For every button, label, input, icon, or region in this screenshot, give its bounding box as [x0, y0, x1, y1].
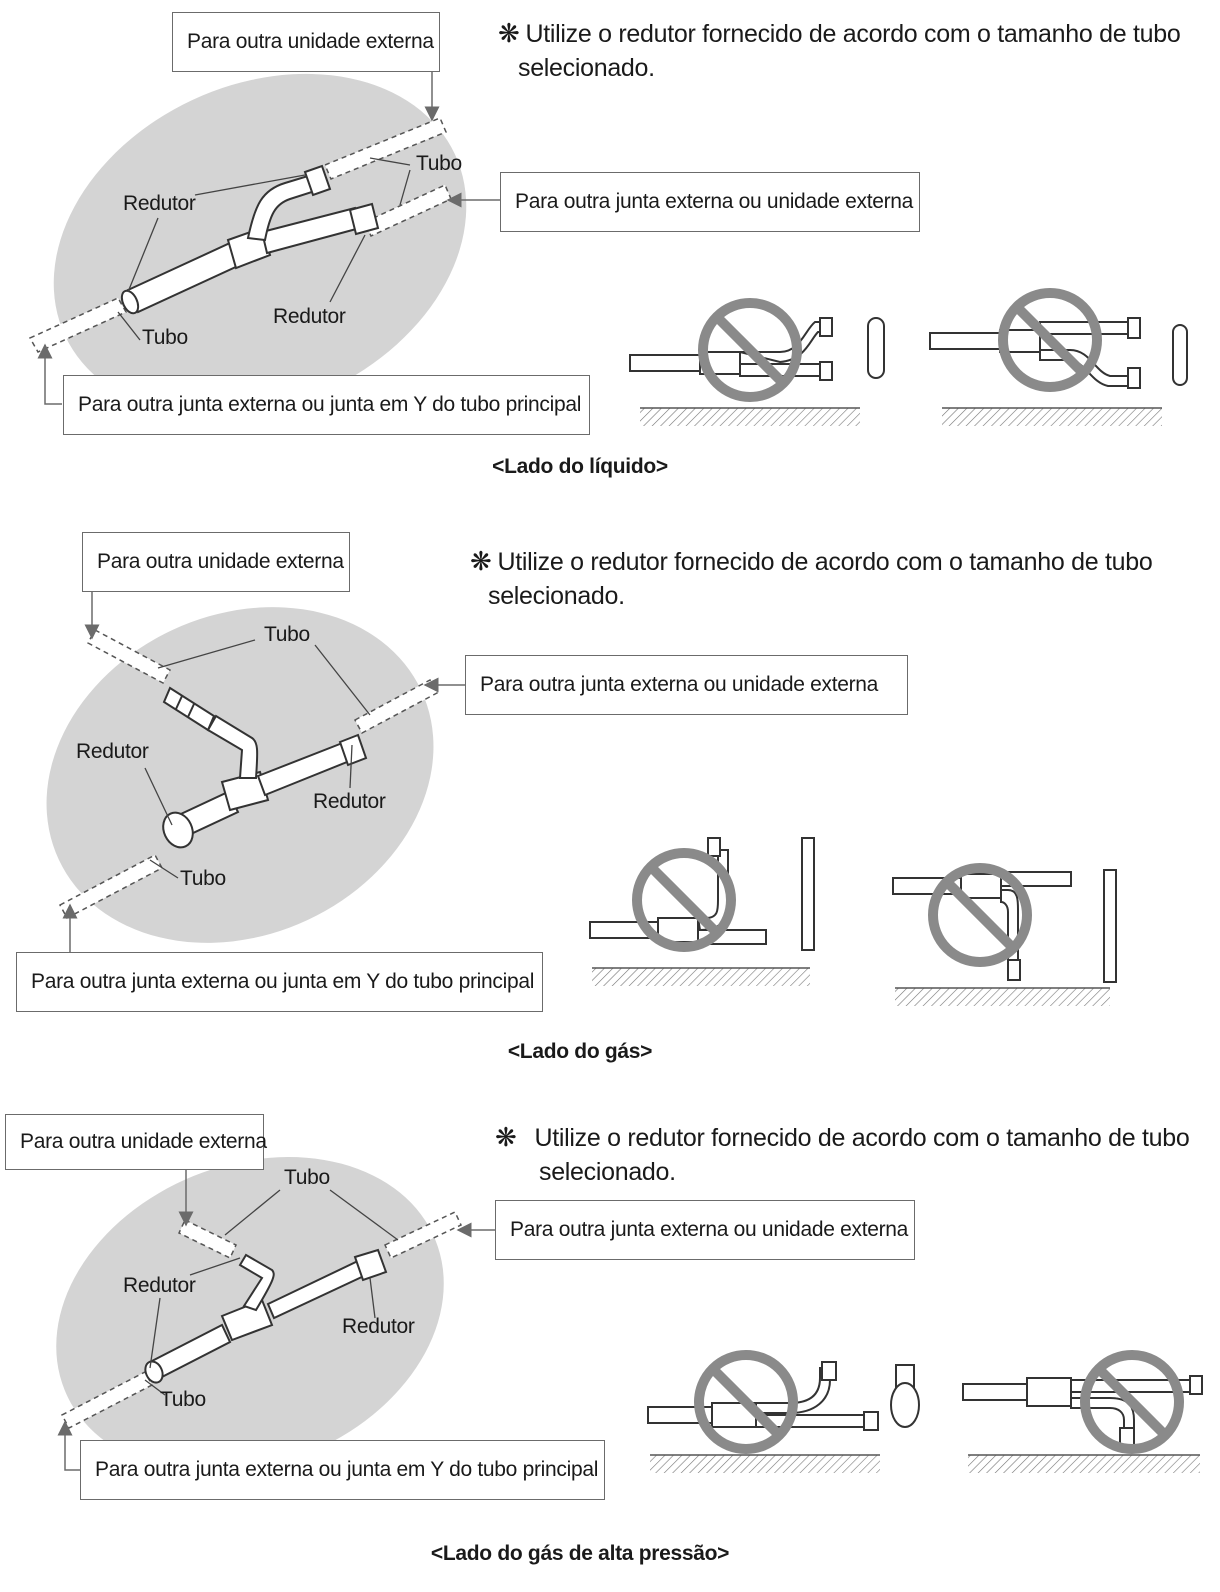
flow-arrows [57, 1170, 495, 1471]
high-pressure-gas-diagram [56, 1157, 1203, 1473]
prohibition-icon [694, 1350, 798, 1454]
label-reducer: Redutor [273, 305, 346, 328]
label-pipe: Tubo [284, 1166, 330, 1189]
leader-lines [144, 1189, 399, 1396]
gas-side-diagram [46, 592, 1117, 1006]
y-joint-icon [120, 164, 380, 315]
label-reducer: Redutor [123, 1274, 196, 1297]
wrong-install-example-2 [962, 1350, 1203, 1473]
box-to-other-joint-or-unit: Para outra junta externa ou unidade exte… [495, 1200, 915, 1260]
label-reducer: Redutor [76, 740, 149, 763]
box-to-other-joint-or-unit: Para outra junta externa ou unidade exte… [465, 655, 908, 715]
label-reducer: Redutor [342, 1315, 415, 1338]
liquid-side-diagram [28, 72, 1188, 426]
prohibition-icon [998, 288, 1102, 392]
section-gas-side: Para outra unidade externa Para outra ju… [0, 520, 1220, 1080]
wrong-install-example-2 [929, 288, 1188, 426]
wrong-install-example-1 [647, 1350, 920, 1473]
reducer-note: ❋Utilize o redutor fornecido de acordo c… [498, 18, 1181, 82]
wrong-install-example-1 [629, 298, 885, 426]
section-high-pressure-gas-side: Para outra unidade externa Para outra ju… [0, 1110, 1220, 1592]
flow-arrows [37, 72, 500, 405]
box-to-main-pipe-joint: Para outra junta externa ou junta em Y d… [16, 952, 543, 1012]
caption-gas-side: <Lado do gás> [507, 1040, 653, 1063]
label-reducer: Redutor [123, 192, 196, 215]
leader-lines [144, 639, 371, 879]
caption-high-pressure-gas-side: <Lado do gás de alta pressão> [430, 1542, 730, 1565]
prohibition-icon [1080, 1350, 1184, 1454]
y-joint-icon [162, 686, 368, 849]
leader-lines [117, 157, 411, 341]
flow-arrows [62, 592, 465, 952]
box-to-main-pipe-joint: Para outra junta externa ou junta em Y d… [80, 1440, 605, 1500]
section-liquid-side: Para outra unidade externa Para outra ju… [0, 0, 1220, 490]
reducer-note: ❋Utilize o redutor fornecido de acordo c… [495, 1122, 1190, 1186]
caption-liquid-side: <Lado do líquido> [492, 455, 668, 478]
box-to-other-joint-or-unit: Para outra junta externa ou unidade exte… [500, 172, 920, 232]
box-to-other-outdoor-unit: Para outra unidade externa [5, 1114, 267, 1170]
prohibition-icon [698, 298, 802, 402]
label-pipe: Tubo [142, 326, 188, 349]
label-pipe: Tubo [160, 1388, 206, 1411]
box-to-main-pipe-joint: Para outra junta externa ou junta em Y d… [63, 375, 590, 435]
box-to-other-outdoor-unit: Para outra unidade externa [172, 12, 440, 72]
prohibition-icon [928, 863, 1032, 967]
label-pipe: Tubo [416, 152, 462, 175]
dashed-pipe-lines [58, 628, 439, 920]
dashed-pipe-lines [28, 117, 452, 353]
label-pipe: Tubo [264, 623, 310, 646]
label-reducer: Redutor [313, 790, 386, 813]
reducer-note: ❋Utilize o redutor fornecido de acordo c… [470, 546, 1153, 610]
wrong-install-example-1 [589, 837, 815, 986]
prohibition-icon [632, 848, 736, 952]
label-pipe: Tubo [180, 867, 226, 890]
asterisk-icon: ❋ [498, 18, 520, 48]
asterisk-icon: ❋ [495, 1122, 517, 1152]
box-to-other-outdoor-unit: Para outra unidade externa [82, 532, 350, 592]
wrong-install-example-2 [892, 863, 1117, 1006]
asterisk-icon: ❋ [470, 546, 492, 576]
